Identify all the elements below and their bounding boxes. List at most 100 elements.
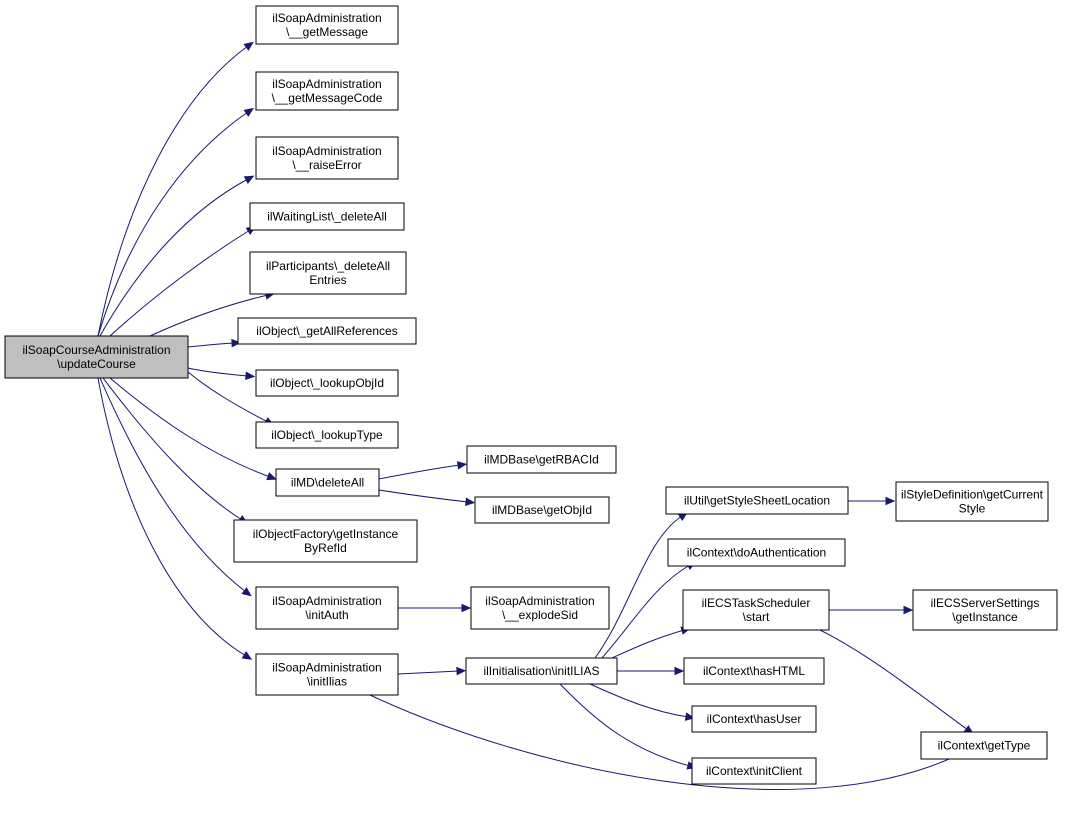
edge-line [187, 371, 269, 423]
node-label: \initAuth [305, 608, 348, 622]
node-box[interactable] [249, 251, 407, 295]
node-box[interactable] [470, 586, 610, 630]
node-getAllReferences[interactable]: ilObject\_getAllReferences [237, 317, 417, 345]
edge-line [149, 294, 269, 337]
edge-line [99, 178, 249, 337]
node-lookupObjId[interactable]: ilObject\_lookupObjId [255, 369, 399, 397]
node-initAuth[interactable]: ilSoapAdministration\initAuth [255, 586, 399, 630]
edge-initILIAS-to-hasHTML [617, 666, 685, 676]
node-box[interactable] [255, 653, 399, 696]
node-getType[interactable]: ilContext\getType [920, 731, 1048, 760]
node-box[interactable] [4, 335, 189, 379]
node-initILIAS[interactable]: ilInitialisation\initILIAS [465, 657, 618, 685]
node-label: ilContext\doAuthentication [687, 546, 826, 560]
node-label: ilContext\hasHTML [703, 664, 805, 678]
node-getStyleSheetLocation[interactable]: ilUtil\getStyleSheetLocation [665, 486, 849, 515]
edge-root-to-getAllReferences [187, 338, 242, 348]
edge-root-to-initAuth [99, 377, 252, 597]
node-label: \initIlias [307, 675, 347, 689]
node-label: ilUtil\getStyleSheetLocation [684, 494, 830, 508]
node-getObjId[interactable]: ilMDBase\getObjId [474, 496, 610, 524]
node-box[interactable] [683, 657, 825, 685]
node-ecsStart[interactable]: ilECSTaskScheduler\start [682, 589, 830, 631]
node-label: Entries [309, 273, 346, 287]
arrowhead [243, 41, 254, 51]
node-box[interactable] [255, 421, 399, 449]
node-label: \__getMessage [286, 25, 368, 39]
node-box[interactable] [255, 5, 399, 45]
node-box[interactable] [255, 136, 399, 180]
node-box[interactable] [691, 757, 817, 785]
node-box[interactable] [474, 496, 610, 524]
node-box[interactable] [275, 468, 380, 497]
node-label: ilMDBase\getRBACId [484, 453, 599, 467]
edge-initILIAS-to-initClient [559, 683, 698, 770]
node-box[interactable] [466, 445, 617, 474]
edge-ecsStart-to-getType [819, 629, 974, 735]
node-box[interactable] [667, 538, 846, 567]
node-label: ilInitialisation\initILIAS [483, 664, 599, 678]
node-label: \__raiseError [292, 158, 361, 172]
node-raiseError[interactable]: ilSoapAdministration\__raiseError [255, 136, 399, 180]
node-label: ilParticipants\_deleteAll [266, 259, 390, 273]
node-box[interactable] [912, 589, 1058, 631]
edge-line [97, 111, 249, 337]
edge-line [369, 694, 959, 790]
node-label: ilSoapAdministration [272, 77, 381, 91]
arrowhead [243, 107, 254, 117]
node-box[interactable] [237, 317, 417, 345]
node-box[interactable] [255, 71, 399, 111]
edge-line [378, 464, 461, 480]
node-box[interactable] [682, 589, 830, 631]
node-box[interactable] [255, 586, 399, 630]
edge-line [594, 515, 683, 659]
node-box[interactable] [249, 202, 405, 231]
node-doAuthentication[interactable]: ilContext\doAuthentication [667, 538, 846, 567]
node-explodeSid[interactable]: ilSoapAdministration\__explodeSid [470, 586, 610, 630]
arrowhead [461, 603, 472, 613]
node-ecsGetInstance[interactable]: ilECSServerSettings\getInstance [912, 589, 1058, 631]
edge-line [378, 489, 469, 503]
node-label: Style [959, 502, 986, 516]
node-label: ilSoapAdministration [272, 144, 381, 158]
edge-root-to-lookupObjId [187, 367, 256, 381]
node-getMessageCode[interactable]: ilSoapAdministration\__getMessageCode [255, 71, 399, 111]
edge-initILIAS-to-getStyleSheetLocation [594, 512, 689, 659]
node-box[interactable] [255, 369, 399, 397]
node-root[interactable]: ilSoapCourseAdministration\updateCourse [4, 335, 189, 379]
node-hasHTML[interactable]: ilContext\hasHTML [683, 657, 825, 685]
edge-initIlias-to-getType [369, 694, 965, 790]
node-getRBACId[interactable]: ilMDBase\getRBACId [466, 445, 617, 474]
node-label: ilSoapAdministration [272, 661, 381, 675]
node-box[interactable] [895, 481, 1049, 522]
node-box[interactable] [665, 486, 849, 515]
node-label: ilSoapAdministration [485, 594, 594, 608]
arrowhead [241, 587, 252, 597]
node-box[interactable] [920, 731, 1048, 760]
arrowhead [231, 338, 242, 348]
edge-initIlias-to-initILIAS [397, 666, 467, 676]
node-label: ilSoapCourseAdministration [22, 343, 170, 357]
node-box[interactable] [691, 705, 817, 733]
edge-root-to-getMessage [97, 41, 254, 337]
edge-line [611, 629, 685, 659]
node-waitingDeleteAll[interactable]: ilWaitingList\_deleteAll [249, 202, 405, 231]
node-box[interactable] [233, 519, 418, 563]
node-getMessage[interactable]: ilSoapAdministration\__getMessage [255, 5, 399, 45]
edge-line [601, 564, 691, 659]
edge-line [187, 342, 235, 348]
edge-line [99, 377, 247, 593]
node-lookupType[interactable]: ilObject\_lookupType [255, 421, 399, 449]
node-box[interactable] [465, 657, 618, 685]
node-label: ilContext\getType [938, 739, 1031, 753]
node-label: ilObjectFactory\getInstance [253, 527, 399, 541]
node-hasUser[interactable]: ilContext\hasUser [691, 705, 817, 733]
node-initIlias[interactable]: ilSoapAdministration\initIlias [255, 653, 399, 696]
edge-root-to-waitingDeleteAll [109, 226, 257, 337]
node-label: ilSoapAdministration [272, 594, 381, 608]
node-mdDeleteAll[interactable]: ilMD\deleteAll [275, 468, 380, 497]
node-initClient[interactable]: ilContext\initClient [691, 757, 817, 785]
